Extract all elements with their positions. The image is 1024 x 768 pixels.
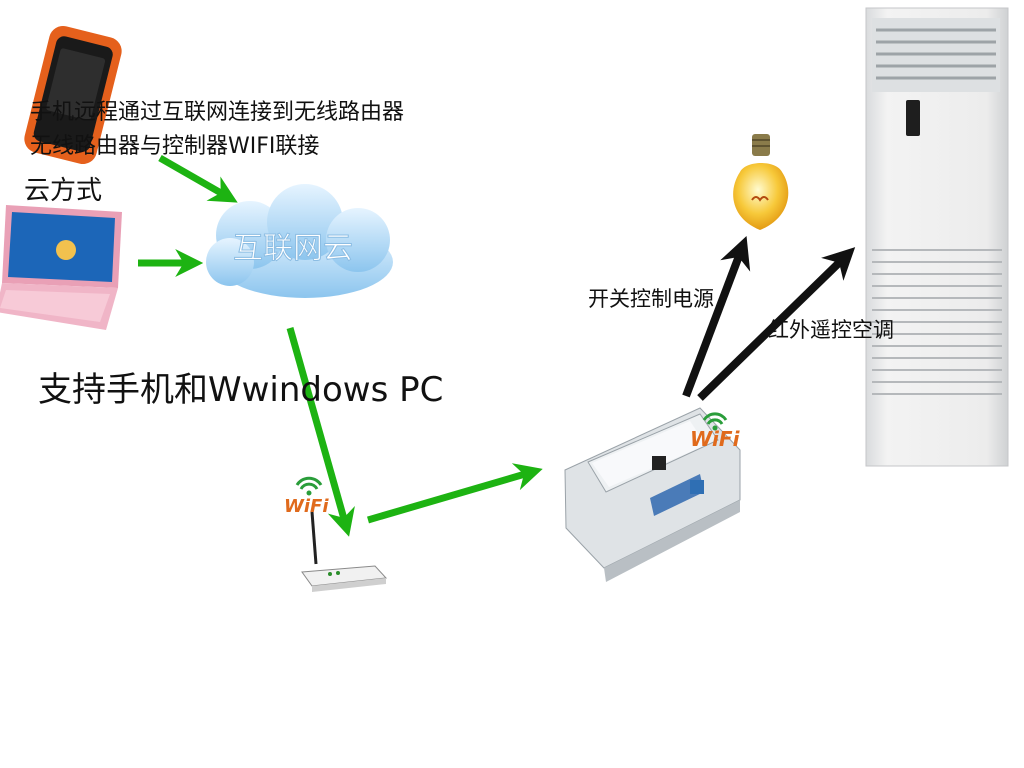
wifi-icon	[702, 412, 728, 431]
phone-icon	[24, 25, 122, 165]
wifi-router-label: WiFi	[284, 496, 329, 517]
wifi-controller-label: WiFi	[690, 427, 741, 451]
description-line-2: 无线路由器与控制器WIFI联接	[30, 134, 320, 159]
cloud-label: 互联网云	[233, 231, 353, 266]
laptop-icon	[0, 205, 122, 330]
ir-ac-label: 红外遥控空调	[768, 318, 894, 342]
cloud-mode-label: 云方式	[24, 176, 103, 206]
bulb-icon	[733, 134, 789, 230]
air-conditioner-icon	[865, 7, 1009, 467]
description-line-1: 手机远程通过互联网连接到无线路由器	[30, 100, 405, 125]
controller-icon	[564, 407, 741, 582]
switch-power-label: 开关控制电源	[588, 287, 714, 311]
arrow-cloud-to-router	[286, 327, 355, 537]
arrow-controller-to-bulb	[682, 236, 751, 398]
router-icon	[301, 511, 388, 592]
black-arrows	[682, 236, 856, 401]
cloud-icon	[206, 184, 393, 298]
green-arrows	[138, 154, 543, 537]
arrow-router-to-controller	[367, 463, 543, 524]
wifi-icon	[295, 476, 323, 496]
support-label: 支持手机和Wwindows PC	[38, 370, 444, 410]
arrow-phone-to-cloud	[158, 154, 238, 203]
arrow-controller-to-ac	[697, 247, 856, 401]
